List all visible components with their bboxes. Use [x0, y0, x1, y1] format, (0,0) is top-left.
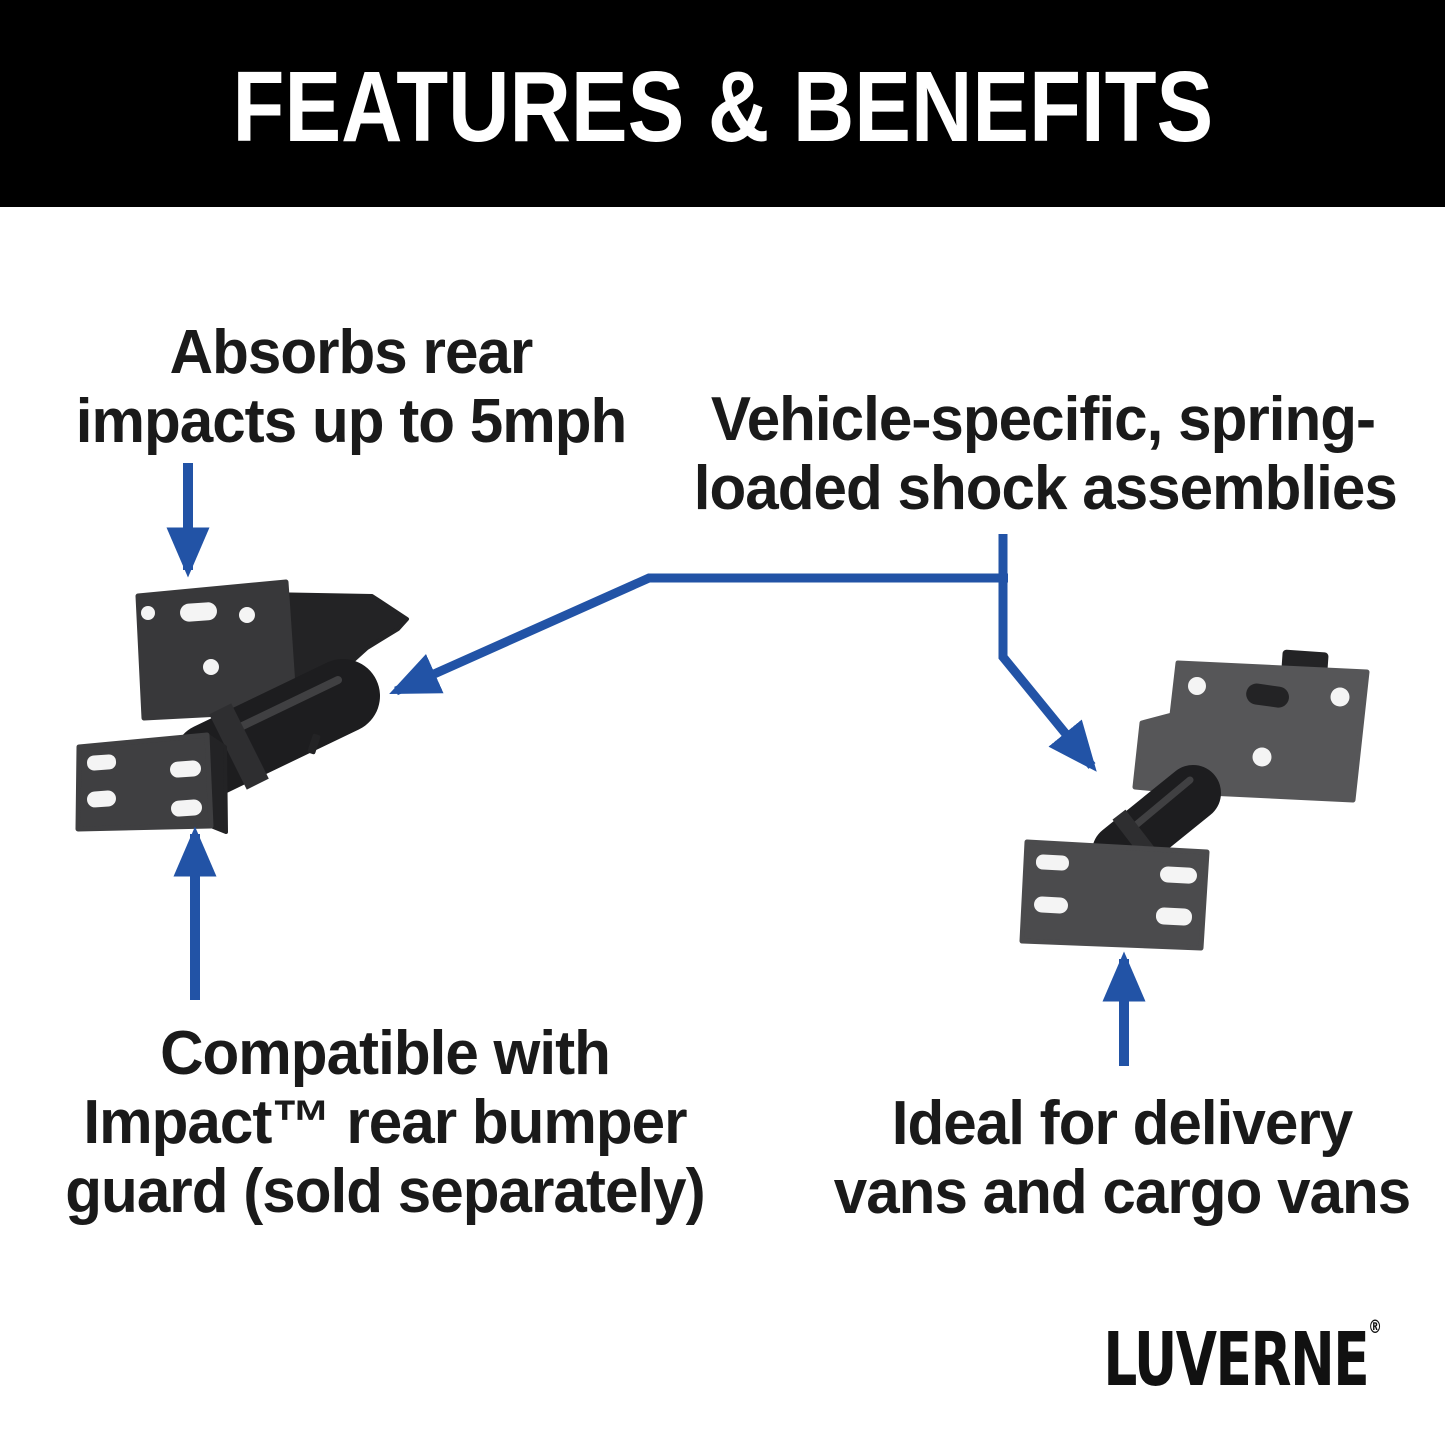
bolt-slot: [170, 760, 201, 778]
bolt-hole: [141, 606, 155, 620]
callout-line: Compatible with: [160, 1019, 611, 1088]
bolt-hole: [1188, 677, 1206, 695]
bolt-slot: [171, 799, 202, 817]
callout-line: vans and cargo vans: [833, 1158, 1412, 1227]
shock-assembly-left: [75, 579, 409, 834]
callout-line: Ideal for delivery: [891, 1089, 1353, 1158]
callout-line: Absorbs rear: [169, 318, 534, 387]
callout-line: loaded shock assemblies: [693, 454, 1398, 523]
header-banner: FEATURES & BENEFITS: [0, 0, 1445, 207]
product-image-shock-assembly-left: [75, 579, 409, 834]
callout-line: Vehicle-specific, spring-: [710, 385, 1376, 454]
page-title: FEATURES & BENEFITS: [232, 50, 1213, 163]
bolt-hole: [239, 607, 255, 623]
callout-line: impacts up to 5mph: [75, 387, 628, 456]
bolt-hole: [1330, 687, 1350, 707]
bolt-hole: [203, 659, 219, 675]
callout-line: Impact™ rear bumper: [83, 1088, 687, 1157]
registered-trademark-icon: ®: [1368, 1316, 1382, 1338]
spring-collar: [1112, 809, 1165, 871]
retainer-pin: [307, 733, 321, 755]
oblong-slot: [1246, 683, 1289, 708]
callout-vehicle-specific: Vehicle-specific, spring- loaded shock a…: [683, 385, 1403, 523]
tube-highlight: [226, 676, 342, 736]
bolt-hole: [1252, 747, 1272, 767]
spring-collar: [209, 703, 269, 790]
product-image-shock-assembly-right: [1019, 649, 1370, 951]
callout-line: guard (sold separately): [65, 1157, 705, 1226]
callout-impact-compatible: Compatible with Impact™ rear bumper guar…: [25, 1019, 745, 1226]
bolt-slot: [87, 790, 116, 808]
shock-assembly-right: [1019, 649, 1370, 951]
bolt-slot: [1160, 866, 1197, 884]
bolt-slot: [1034, 896, 1068, 914]
bolt-slot: [1035, 854, 1069, 871]
callout-absorbs-impacts: Absorbs rear impacts up to 5mph: [51, 318, 651, 456]
callout-ideal-for-vans: Ideal for delivery vans and cargo vans: [797, 1089, 1445, 1227]
bolt-slot: [180, 602, 217, 622]
bolt-slot: [1155, 907, 1192, 926]
brand-logo-text: LUVERNE: [1103, 1317, 1369, 1403]
bolt-slot: [87, 754, 117, 771]
tube-highlight: [1126, 776, 1194, 834]
brand-logo: LUVERNE®: [1103, 1316, 1382, 1398]
